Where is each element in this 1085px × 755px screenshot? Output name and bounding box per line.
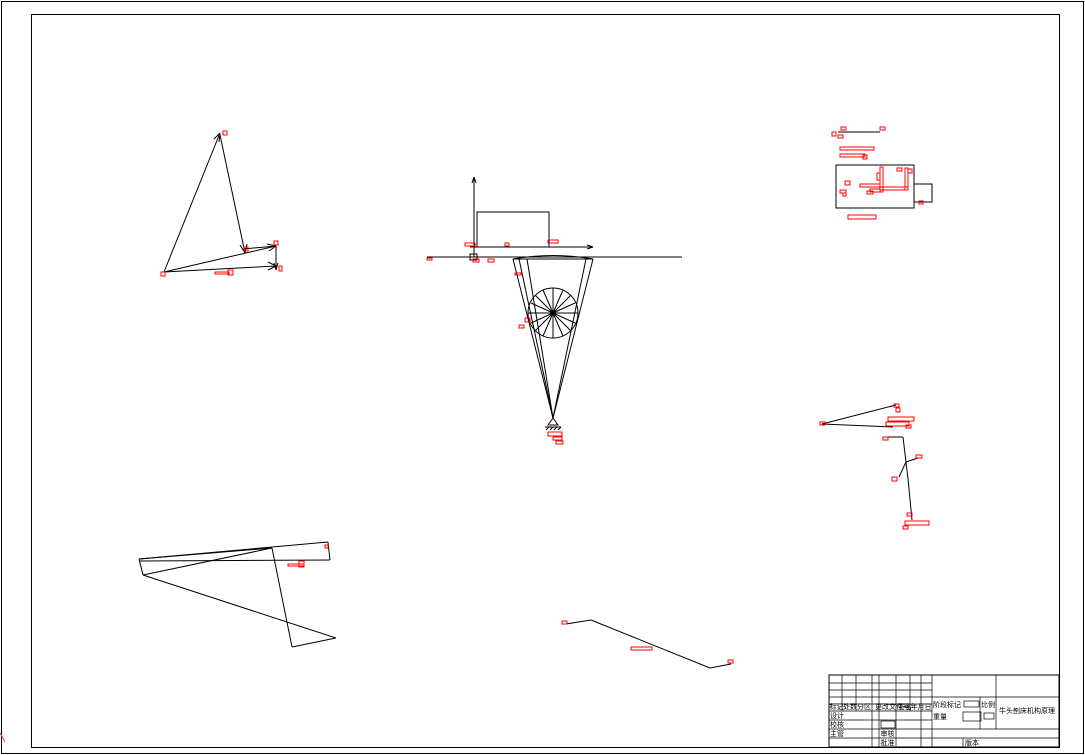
rev-header-count: 处数 (843, 702, 857, 711)
design-label: 设计 (830, 711, 844, 720)
version-label: 版本 (965, 738, 979, 747)
velocity-polygon-labels (160, 130, 283, 277)
rev-header-mark: 标记 (830, 702, 844, 711)
corner-mark (0, 732, 6, 743)
review-label: 审核 (881, 729, 895, 738)
mechanism-sketch (427, 176, 682, 431)
top-right-labels (831, 126, 924, 220)
mechanism-labels (426, 239, 564, 445)
acceleration-polygon (138, 541, 337, 648)
drawing-frame (31, 14, 1060, 748)
title-block: 标记 处数 分区 更改文件号 签名 年月日 设计 校核 主管 审核 批准 阶段标… (828, 674, 1060, 748)
rev-header-zone: 分区 (857, 702, 871, 711)
acceleration-polygon-labels (287, 544, 329, 568)
rev-header-change-doc: 更改文件号 (875, 702, 910, 711)
top-right-sketch (835, 131, 933, 209)
drawing-title: 牛头刨床机构原理 (999, 706, 1055, 715)
rev-header-signature: 签名 (898, 702, 912, 711)
bottom-center-labels (561, 620, 734, 664)
stage-mark-label: 阶段标记 (933, 700, 961, 709)
supervisor-label: 主管 (830, 729, 844, 738)
weight-label: 重量 (933, 713, 947, 721)
rev-header-date: 年月日 (911, 702, 932, 711)
velocity-polygon (163, 132, 279, 273)
bottom-center-sketch (565, 619, 732, 669)
check-label: 校核 (830, 720, 844, 729)
right-middle-labels (819, 403, 930, 530)
approve-label: 批准 (881, 738, 895, 747)
scale-label: 比例 (981, 700, 995, 709)
